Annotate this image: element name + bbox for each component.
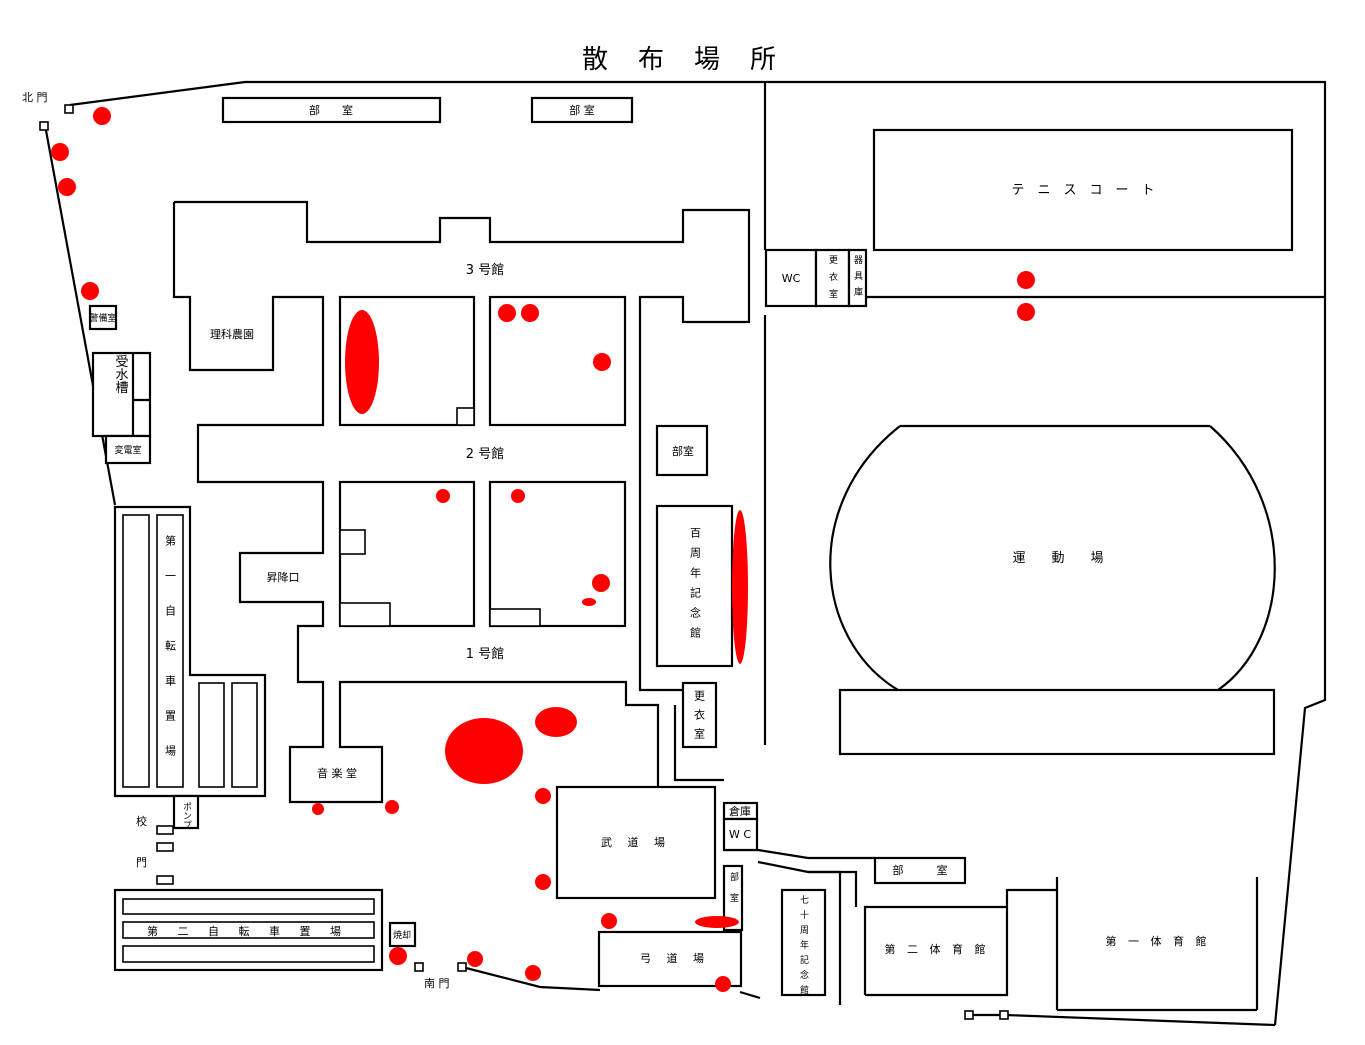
north-gate-label: 北 門	[22, 91, 48, 104]
small-facility: 警備室	[88, 304, 118, 331]
spray-spot	[345, 310, 379, 414]
spray-spot	[81, 282, 99, 300]
spray-spot	[389, 947, 407, 965]
spray-locations	[51, 107, 1035, 992]
spray-spot	[592, 574, 610, 592]
locker-room-mid-label: 更衣室	[693, 690, 706, 747]
club-room-vertical-label: 部室	[728, 871, 739, 914]
gym-2: 第 二 体 育 館	[863, 888, 1057, 997]
spray-spot	[535, 874, 551, 890]
club-room-bottom-label: 部 室	[893, 863, 948, 877]
spray-spot	[732, 510, 748, 664]
club-room-mid: 部室	[655, 424, 709, 477]
science-farm-label: 理科農園	[210, 327, 254, 341]
gym-2-label: 第 二 体 育 館	[885, 942, 990, 956]
wc-bottom-label: W C	[729, 828, 751, 841]
substation-label: 変電室	[114, 444, 141, 456]
spray-spot	[1017, 303, 1035, 321]
club-room-top-right: 部 室	[530, 96, 634, 124]
building-3-label: 3 号館	[466, 263, 504, 278]
spray-spot	[715, 976, 731, 992]
spray-spot	[1017, 271, 1035, 289]
spray-spot	[521, 304, 539, 322]
campus-boundary	[43, 80, 1327, 1027]
spray-spot	[467, 951, 483, 967]
spray-spot	[535, 788, 551, 804]
club-room-top-left-label: 部 室	[309, 103, 353, 117]
bike-parking-2-label: 第 二 自 転 車 置 場	[147, 924, 349, 938]
bike-parking-1: 第一自転車置場	[113, 505, 267, 798]
spray-spot	[593, 353, 611, 371]
incinerator-label: 焼却	[393, 930, 411, 941]
gym-1-label: 第 一 体 育 館	[1106, 934, 1211, 948]
map-title: 散 布 場 所	[582, 45, 778, 75]
small-structure-label: ポンプ	[181, 802, 192, 829]
south-gate-label: 南 門	[424, 977, 450, 990]
small-facility-label: 警備室	[89, 312, 116, 324]
field-label: 運 動 場	[1012, 551, 1103, 566]
spray-spot	[498, 304, 516, 322]
spray-spot	[582, 598, 596, 606]
substation: 変電室	[104, 434, 152, 465]
east-gate	[964, 1010, 1009, 1020]
building-2-label: 2 号館	[466, 447, 504, 462]
gym-1: 第 一 体 育 館	[1057, 934, 1257, 1012]
spray-spot	[695, 916, 739, 928]
storage-label: 倉庫	[729, 804, 751, 818]
lift-entrance-label: 昇降口	[267, 570, 300, 584]
wc-top-label: WC	[782, 272, 801, 285]
spray-spot	[511, 489, 525, 503]
school-gate-label-2: 門	[136, 856, 147, 869]
tennis-court: テ ニ ス コ ー ト	[872, 128, 1294, 252]
locker-room-top-label: 更衣室	[827, 255, 838, 306]
storage: 倉庫	[722, 801, 759, 821]
equipment-storage: 器具庫	[847, 248, 868, 308]
spray-spot	[385, 800, 399, 814]
locker-room-mid: 更衣室	[681, 681, 718, 749]
spray-spot	[535, 707, 577, 737]
locker-room-top: 更衣室	[814, 248, 851, 308]
club-room-bottom: 部 室	[873, 856, 967, 885]
club-room-top-left: 部 室	[221, 96, 442, 124]
equipment-storage-label: 器具庫	[852, 255, 863, 303]
building-1-label: 1 号館	[466, 647, 504, 662]
tennis-court-label: テ ニ ス コ ー ト	[1011, 183, 1154, 198]
spray-spot	[312, 803, 324, 815]
centennial-hall-label: 百周年記念館	[689, 527, 702, 647]
north-gate: 北 門	[22, 91, 74, 131]
budo-hall: 武 道 場	[555, 785, 717, 900]
spray-spot	[525, 965, 541, 981]
centennial-hall: 百周年記念館	[655, 504, 734, 668]
spray-spot	[51, 143, 69, 161]
bike-parking-2: 第 二 自 転 車 置 場	[113, 888, 384, 972]
club-room-top-right-label: 部 室	[569, 103, 595, 117]
south-gate: 南 門	[414, 962, 467, 990]
school-gate-label-1: 校	[136, 814, 147, 828]
athletic-field: 運 動 場	[829, 424, 1276, 756]
water-tank-label: 受水槽	[113, 355, 129, 395]
kyudo-hall-label: 弓 道 場	[640, 951, 710, 965]
spray-spot	[601, 913, 617, 929]
wc-bottom: W C	[722, 817, 759, 852]
music-hall-label: 音 楽 堂	[317, 766, 357, 780]
school-gate: 校 門	[136, 814, 174, 885]
walkways	[673, 82, 1325, 1010]
spray-spot	[436, 489, 450, 503]
spray-spot	[58, 178, 76, 196]
water-tank: 受水槽	[91, 351, 152, 438]
wc-top: WC	[764, 248, 818, 308]
incinerator: 焼却	[388, 921, 417, 948]
seventy-hall-label: 七十周年記念館	[798, 895, 809, 1000]
spray-spot	[93, 107, 111, 125]
seventy-hall: 七十周年記念館	[780, 888, 827, 1000]
club-room-vertical: 部室	[722, 864, 744, 932]
spray-spot	[445, 718, 523, 784]
club-room-mid-label: 部室	[672, 444, 694, 458]
small-structure: ポンプ	[172, 794, 200, 830]
kyudo-hall: 弓 道 場	[597, 930, 743, 988]
bike-parking-1-label: 第一自転車置場	[164, 534, 177, 780]
budo-hall-label: 武 道 場	[601, 835, 671, 849]
